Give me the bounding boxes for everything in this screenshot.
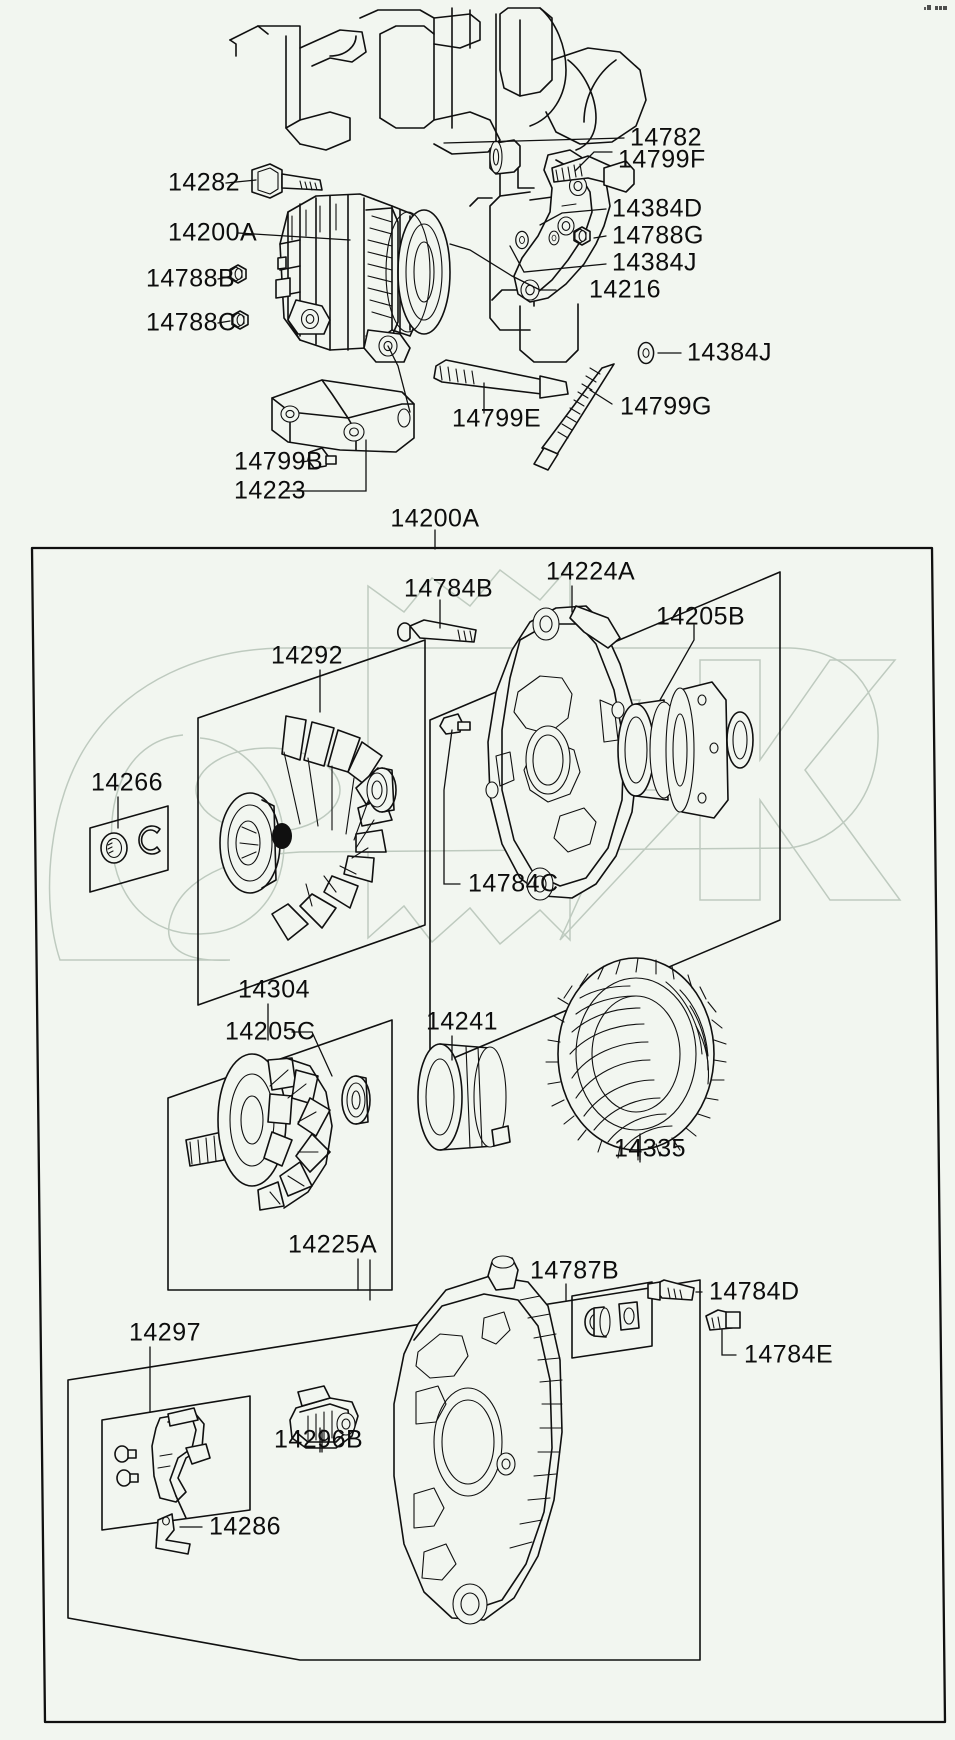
upper-assembly-artwork	[217, 7, 682, 492]
part-label-14200A-upper: 14200A	[168, 218, 258, 247]
part-14225A-rear-housing	[393, 1255, 563, 1625]
assembly-label-14200A: 14200A	[390, 504, 480, 533]
part-14296B-regulator	[289, 1385, 359, 1449]
part-label-14205C: 14205C	[225, 1017, 316, 1046]
part-14782-collar	[489, 139, 521, 175]
assembly-outer-frame	[30, 546, 947, 1724]
part-label-14784D: 14784D	[709, 1277, 800, 1306]
part-label-14784B: 14784B	[404, 574, 494, 603]
part-14784E-bolt	[705, 1309, 741, 1331]
part-label-14788B: 14788B	[146, 264, 236, 293]
upper-leader-lines	[217, 137, 682, 492]
part-label-14787B: 14787B	[530, 1256, 620, 1285]
part-14286-bracket	[155, 1513, 191, 1555]
part-14787B-terminal-set	[571, 1281, 653, 1359]
part-label-14384J-upper: 14384J	[612, 248, 698, 277]
engine-block-outline	[229, 7, 647, 155]
part-14384J-washer-upper	[515, 230, 529, 250]
panel-14297	[101, 1395, 251, 1531]
lower-leader-lines	[117, 585, 737, 1528]
background-watermark	[48, 564, 902, 961]
panel-14266	[89, 805, 169, 893]
part-label-14297: 14297	[129, 1318, 202, 1347]
panel-14292	[197, 639, 426, 1006]
part-label-14384J-lower: 14384J	[687, 338, 773, 367]
part-label-14335: 14335	[614, 1134, 687, 1163]
part-14200A-alternator	[275, 193, 451, 363]
part-14384J-washer-lower	[637, 341, 655, 365]
part-label-14225A: 14225A	[288, 1230, 378, 1259]
part-label-14788G: 14788G	[612, 221, 704, 250]
panel-14224A	[429, 571, 781, 1069]
part-label-14384D: 14384D	[612, 194, 703, 223]
part-14241-slipring	[417, 1043, 511, 1151]
part-label-14286: 14286	[209, 1512, 282, 1541]
part-label-14282: 14282	[168, 168, 241, 197]
part-label-14224A: 14224A	[546, 557, 636, 586]
part-label-14205B: 14205B	[656, 602, 746, 631]
part-14799E-bolt	[433, 359, 569, 399]
part-label-14292: 14292	[271, 641, 344, 670]
part-14784B-bolt	[396, 619, 477, 643]
part-label-14784C: 14784C	[468, 869, 559, 898]
part-label-14216: 14216	[589, 275, 662, 304]
corner-artifact-mark	[924, 5, 947, 10]
part-14205B-bearing	[617, 681, 754, 819]
part-14784D-bolt	[647, 1279, 695, 1301]
fan-blades	[271, 715, 393, 941]
part-14205C-rotor	[185, 1053, 371, 1211]
part-14223-bracket	[271, 379, 415, 453]
part-14335-stator	[545, 957, 727, 1161]
part-label-14784E: 14784E	[744, 1340, 834, 1369]
part-label-14304: 14304	[238, 975, 311, 1004]
part-label-14266: 14266	[91, 768, 164, 797]
lower-assembly-artwork	[30, 529, 947, 1724]
part-label-14296B: 14296B	[274, 1425, 364, 1454]
part-14784C-bolt	[439, 713, 471, 735]
part-14292-fan-pulley	[219, 715, 397, 941]
part-14282-bolt	[251, 163, 323, 199]
part-label-14799F: 14799F	[618, 145, 706, 174]
part-14266-components	[100, 825, 161, 864]
part-14224A-front-housing	[485, 605, 639, 901]
part-14384D-washer	[548, 230, 560, 246]
part-14297-brush-holder	[114, 1407, 211, 1519]
part-label-14799E: 14799E	[452, 404, 542, 433]
part-label-14799B: 14799B	[234, 447, 324, 476]
part-label-14788C: 14788C	[146, 308, 237, 337]
panel-14304	[167, 1019, 393, 1291]
part-14799G-bolt	[533, 363, 615, 471]
part-14799B-bolt	[307, 447, 337, 469]
part-label-14799G: 14799G	[620, 392, 712, 421]
part-14788G-nut	[573, 226, 591, 246]
part-label-14223: 14223	[234, 476, 307, 505]
panel-14225A	[67, 1279, 701, 1661]
part-label-14782: 14782	[630, 123, 703, 152]
part-label-14241: 14241	[426, 1007, 499, 1036]
